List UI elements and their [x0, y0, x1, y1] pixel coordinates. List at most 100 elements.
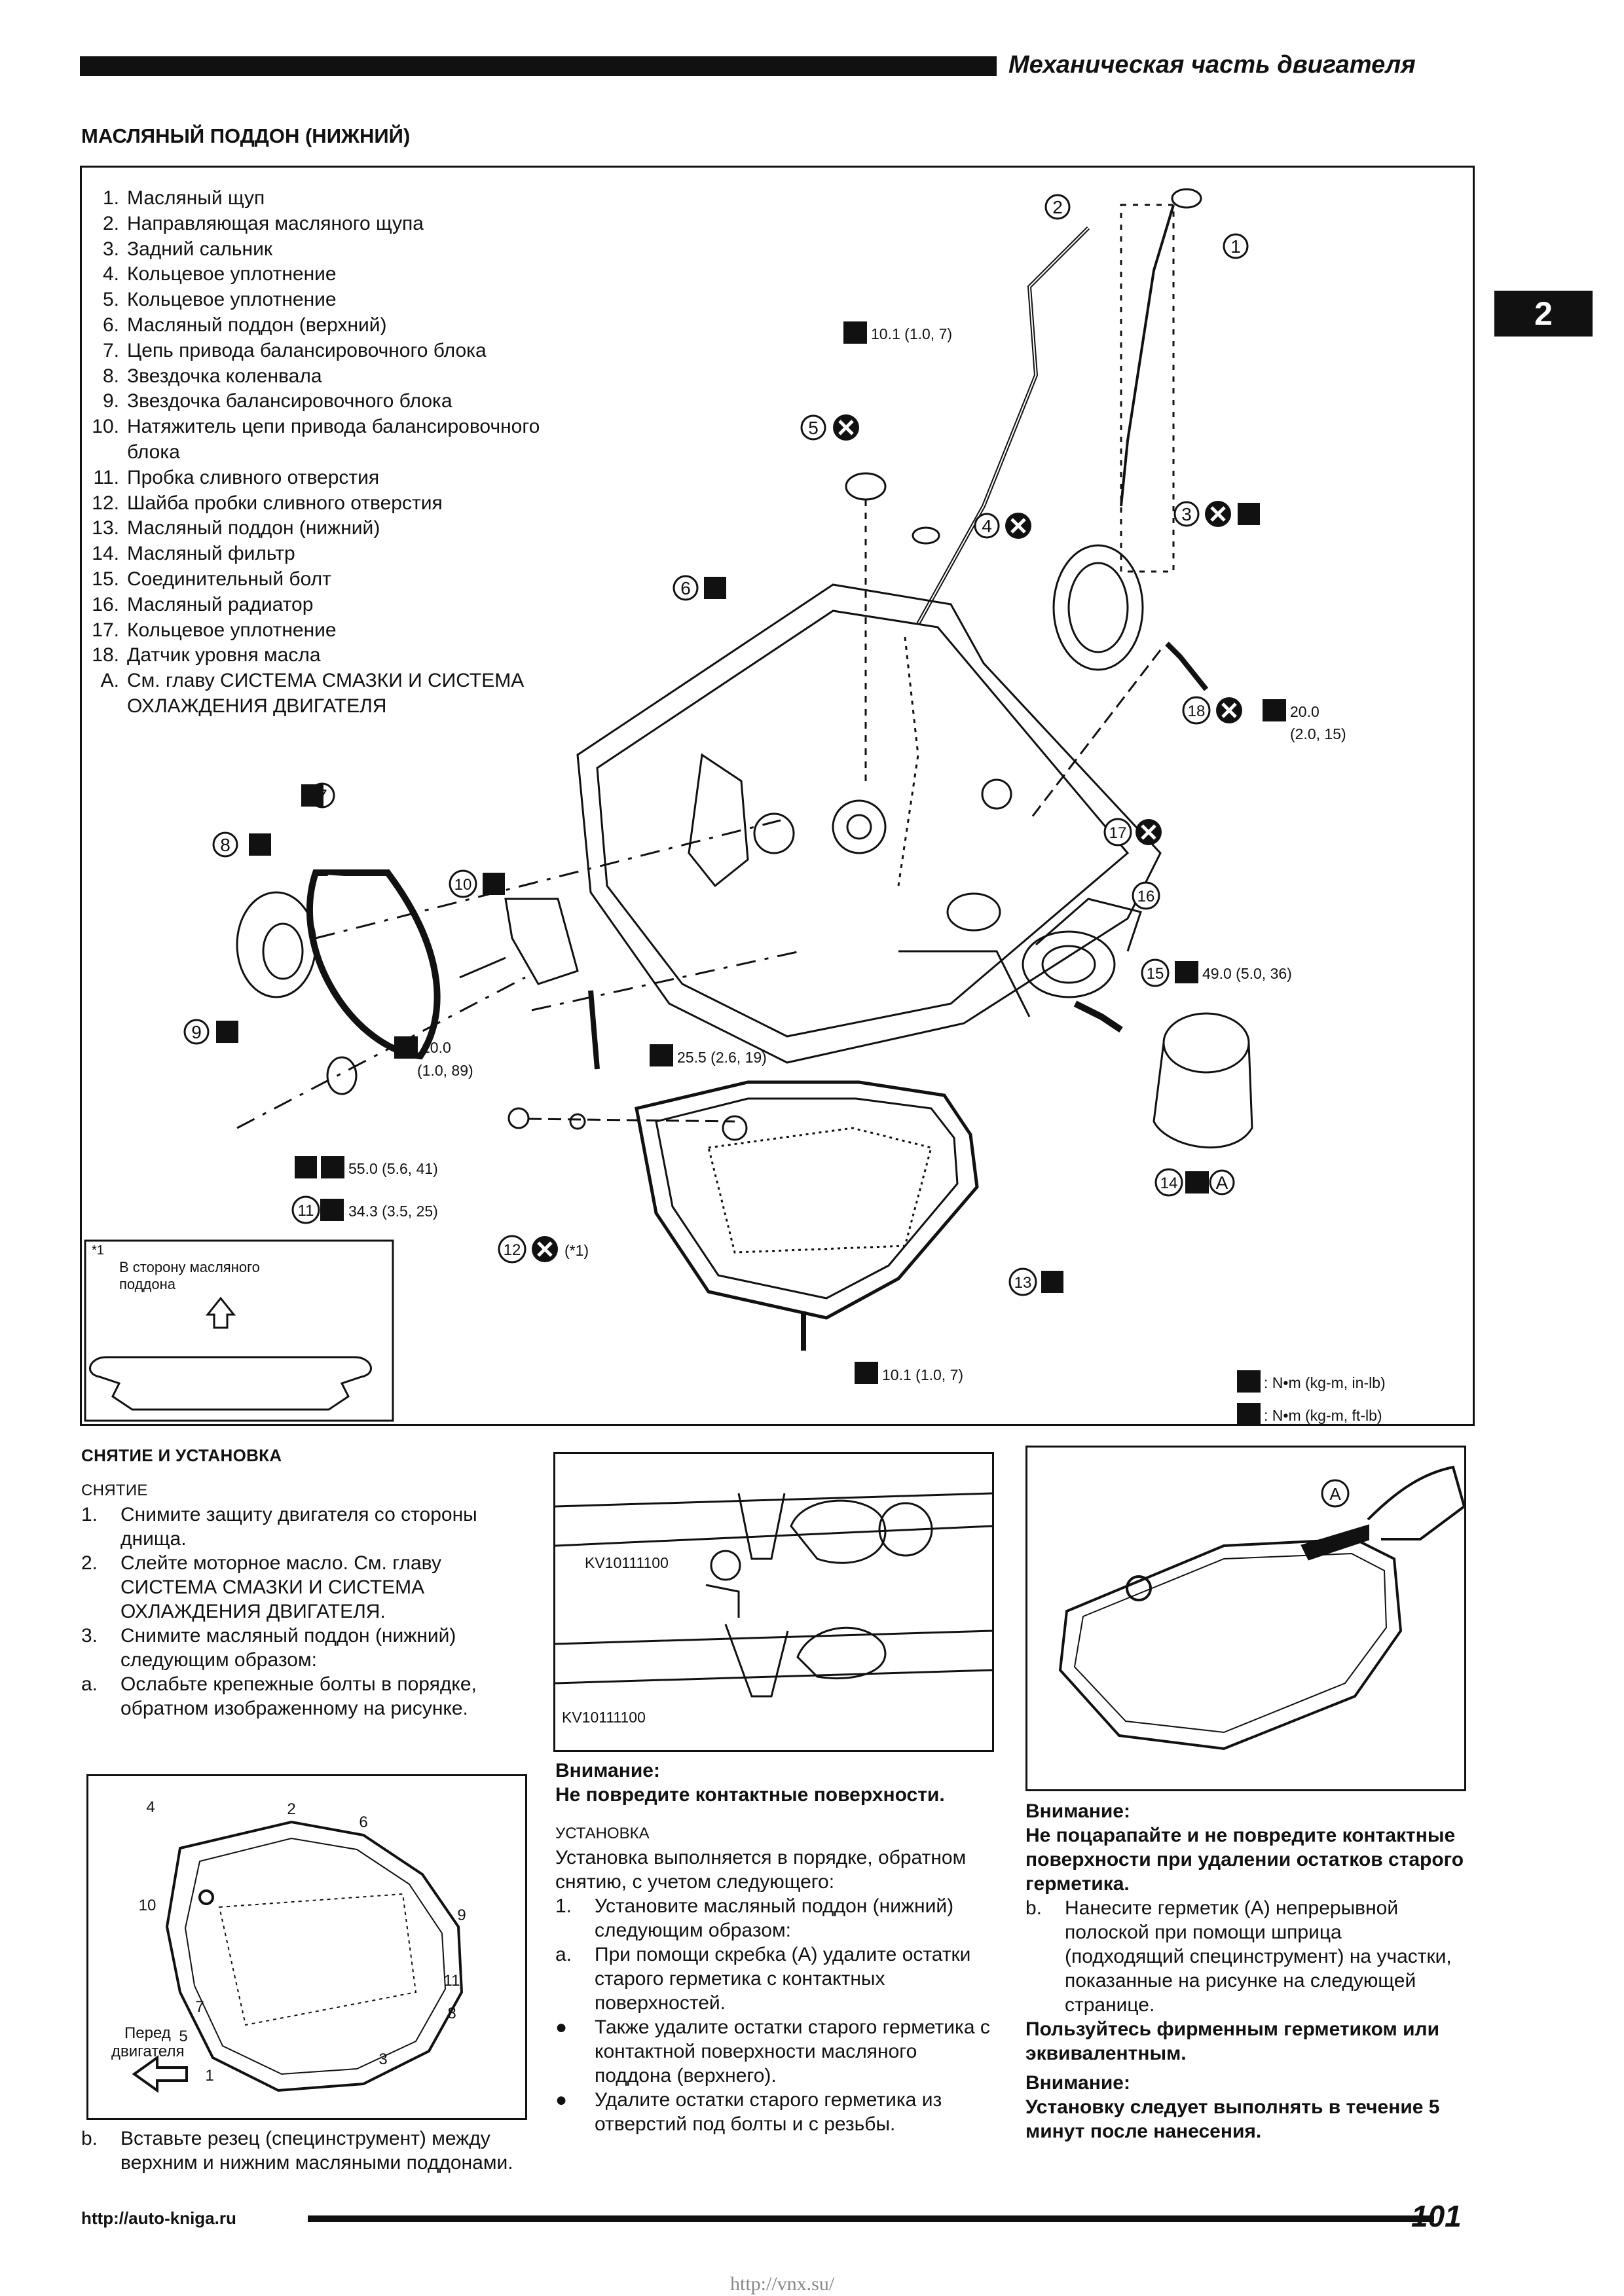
svg-text:8: 8 [220, 835, 231, 855]
legend-text: Кольцевое уплотнение [127, 263, 337, 285]
legend-text: Соединительный болт [127, 568, 331, 590]
step-text: Снимите масляный поддон (нижний) следующ… [120, 1625, 456, 1671]
inset-text: В сторону масляного [119, 1259, 260, 1275]
legend-item: 14.Масляный фильтр [79, 541, 681, 567]
step-text: Вставьте резец (специнструмент) между ве… [120, 2128, 513, 2174]
callout-A: A [1209, 1169, 1235, 1195]
legend-number: 4. [102, 263, 119, 285]
callout-14: 14 [1154, 1168, 1183, 1197]
list-item: ●Также удалите остатки старого герметика… [555, 2015, 994, 2088]
callout-15: 15 [1141, 958, 1170, 987]
list-item: 2.Слейте моторное масло. См. главу СИСТЕ… [81, 1551, 526, 1624]
callout-18: 18 [1182, 696, 1211, 725]
svg-text:10: 10 [454, 876, 472, 894]
inset-text: поддона [119, 1276, 176, 1292]
callout-12: 12 [498, 1235, 526, 1264]
svg-text:16: 16 [1137, 888, 1155, 905]
torque-label: 10.0 [422, 1039, 451, 1056]
callout-3: 3 [1173, 501, 1200, 527]
legend-number: 15. [92, 568, 119, 590]
svg-text:18: 18 [1188, 702, 1206, 720]
tool-label: KV10111100 [562, 1709, 646, 1726]
legend-item: 7.Цепь привода балансировочного блока [79, 338, 681, 364]
watermark: http://vnx.su/ [730, 2273, 835, 2295]
bolt-order-number: 7 [195, 1998, 204, 2016]
list-item: 1.Установите масляный поддон (нижний) сл… [555, 1894, 994, 1942]
callout-8: 8 [212, 831, 238, 858]
list-item: ●Удалите остатки старого герметика из от… [555, 2088, 994, 2136]
torque-label: 49.0 (5.0, 36) [1202, 965, 1292, 982]
chapter-number: 2 [1534, 295, 1553, 332]
legend-item: A.См. главу СИСТЕМА СМАЗКИ И СИСТЕМА [79, 668, 681, 694]
front-label: Перед [124, 2024, 171, 2042]
warning-text: Не поцарапайте и не повредите контактные… [1025, 1825, 1464, 1895]
bolt-order-number: 4 [146, 1798, 155, 1816]
warning-heading: Внимание: [555, 1760, 660, 1781]
step-marker: 3. [81, 1625, 98, 1647]
legend-text: Масляный поддон (нижний) [127, 517, 380, 539]
list-item: 1.Снимите защиту двигателя со стороны дн… [81, 1503, 526, 1551]
step-marker: b. [1025, 1897, 1043, 1919]
legend-text: Направляющая масляного щупа [127, 212, 424, 234]
bolt-order-number: 10 [139, 1897, 157, 1914]
legend-item: 8.Звездочка коленвала [79, 364, 681, 390]
bolt-order-number: 6 [359, 1813, 367, 1831]
torque-wrench-icon [320, 321, 1286, 1425]
bolt-order-number: 11 [444, 1972, 460, 1990]
legend-number: 16. [92, 593, 119, 615]
list-item: a.Ослабьте крепежные болты в порядке, об… [81, 1672, 526, 1721]
col3-text: Внимание: Не поцарапайте и не повредите … [1025, 1799, 1464, 2143]
legend-text: Датчик уровня масла [127, 644, 321, 666]
bolt-order-number: 9 [457, 1906, 466, 1924]
legend-text: блока [127, 441, 180, 463]
page-number: 101 [1411, 2199, 1462, 2233]
svg-text:2: 2 [1052, 197, 1063, 217]
legend-item: ОХЛАЖДЕНИЯ ДВИГАТЕЛЯ [79, 694, 681, 720]
header-rule [80, 56, 997, 76]
legend-item: блока [79, 440, 681, 465]
torque-label: 10.1 (1.0, 7) [871, 325, 952, 342]
legend-text: Кольцевое уплотнение [127, 289, 337, 311]
footer-rule [308, 2215, 1434, 2222]
legend-number: 9. [102, 390, 119, 412]
bolt-order-number: 3 [378, 2050, 387, 2068]
callout-5: 5 [800, 414, 826, 441]
chapter-tab: 2 [1494, 291, 1593, 337]
install-intro: Установка выполняется в порядке, обратно… [555, 1847, 967, 1893]
svg-text:15: 15 [1147, 965, 1164, 983]
svg-text:13: 13 [1014, 1274, 1032, 1292]
warning-text: Не повредите контактные поверхности. [555, 1784, 945, 1806]
install-steps: 1.Установите масляный поддон (нижний) сл… [555, 1894, 994, 2136]
legend-item: 13.Масляный поддон (нижний) [79, 516, 681, 541]
section-title: Механическая часть двигателя [1008, 51, 1416, 79]
callout-11: 11 [291, 1195, 320, 1224]
callout-13: 13 [1008, 1267, 1037, 1296]
legend-item: 2. Направляющая масляного щупа [79, 211, 681, 237]
legend-number: 6. [102, 314, 119, 336]
seal-cutter-diagram: KV10111100 KV10111100 [555, 1492, 993, 1726]
legend-number: 17. [92, 619, 119, 641]
callout-4: 4 [974, 513, 1000, 539]
step-marker: b. [81, 2128, 98, 2149]
step-marker: ● [555, 2089, 568, 2111]
legend-item: 4. Кольцевое уплотнение [79, 262, 681, 287]
front-label: двигателя [111, 2043, 184, 2060]
torque-label: 25.5 (2.6, 19) [677, 1049, 767, 1066]
legend-number: 2. [102, 212, 119, 234]
legend-text: Масляный радиатор [127, 593, 314, 615]
legend-text: Масляный щуп [127, 187, 265, 209]
footer-url[interactable]: http://auto-kniga.ru [81, 2208, 236, 2228]
exploded-view-frame [80, 166, 1475, 1426]
callout-2: 2 [1044, 194, 1071, 220]
legend-number: 7. [102, 339, 119, 361]
sealant-note: Пользуйтесь фирменным герметиком или экв… [1025, 2018, 1440, 2064]
torque-label: (*1) [564, 1242, 589, 1259]
figure-callout: A [1329, 1484, 1341, 1504]
svg-text:4: 4 [982, 516, 992, 536]
step-marker: a. [555, 1944, 572, 1965]
callout-6: 6 [673, 575, 699, 601]
